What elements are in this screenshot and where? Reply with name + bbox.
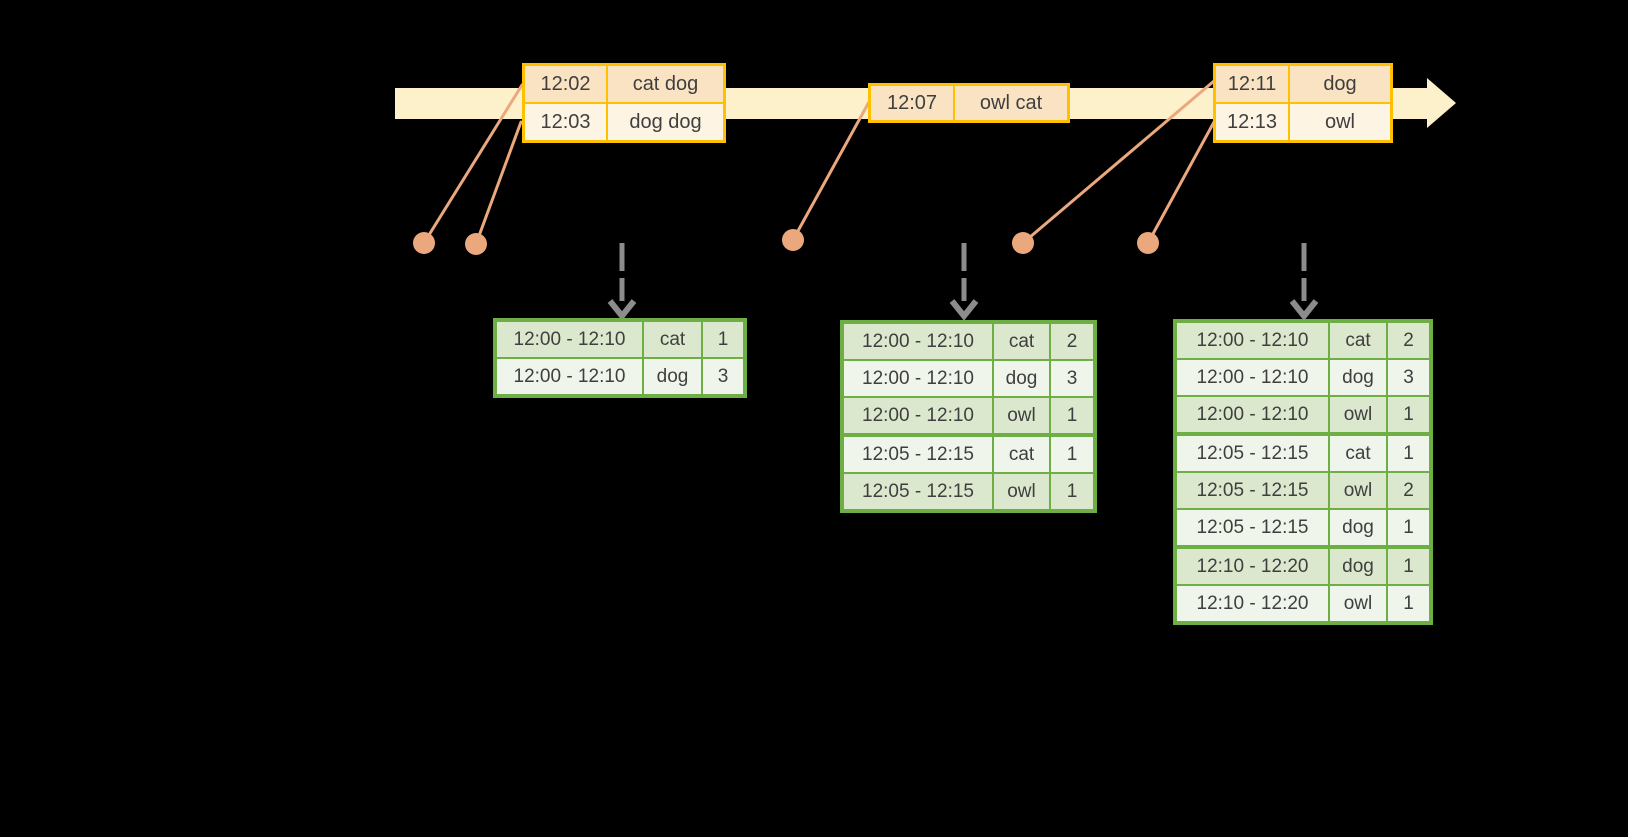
table-row: 12:10 - 12:20 dog 1 (1177, 549, 1429, 584)
word-cell: dog (1330, 510, 1386, 545)
event-connector-line (474, 120, 523, 246)
event-dot (413, 232, 435, 254)
table-row: 12:05 - 12:15 cat 1 (844, 437, 1093, 472)
event-dot (1012, 232, 1034, 254)
event-time: 12:11 (1216, 66, 1288, 102)
event-dot (1137, 232, 1159, 254)
result-table-2: 12:00 - 12:10 cat 2 12:00 - 12:10 dog 3 … (840, 320, 1097, 513)
count-cell: 1 (1388, 586, 1429, 621)
event-time: 12:02 (525, 66, 606, 102)
window-cell: 12:00 - 12:10 (844, 398, 992, 433)
count-cell: 1 (1051, 437, 1093, 472)
count-cell: 3 (1051, 361, 1093, 396)
table-row: 12:05 - 12:15 dog 1 (1177, 510, 1429, 545)
window-cell: 12:00 - 12:10 (1177, 360, 1328, 395)
word-cell: owl (994, 474, 1049, 509)
event-words: dog dog (608, 104, 723, 140)
result-table-1: 12:00 - 12:10 cat 1 12:00 - 12:10 dog 3 (493, 318, 747, 398)
count-cell: 3 (703, 359, 743, 394)
window-cell: 12:00 - 12:10 (497, 322, 642, 357)
table-row: 12:00 - 12:10 owl 1 (1177, 397, 1429, 432)
word-cell: dog (1330, 360, 1386, 395)
table-row: 12:00 - 12:10 cat 2 (844, 324, 1093, 359)
down-arrow-head-icon (607, 299, 637, 321)
count-cell: 2 (1388, 323, 1429, 358)
result-table-3: 12:00 - 12:10 cat 2 12:00 - 12:10 dog 3 … (1173, 319, 1433, 625)
table-row: 12:05 - 12:15 owl 1 (844, 474, 1093, 509)
word-cell: owl (1330, 397, 1386, 432)
word-cell: owl (1330, 473, 1386, 508)
event-time: 12:07 (871, 86, 953, 120)
word-cell: owl (994, 398, 1049, 433)
window-cell: 12:00 - 12:10 (1177, 397, 1328, 432)
window-group: 12:05 - 12:15 cat 1 12:05 - 12:15 owl 1 (844, 437, 1093, 509)
count-cell: 3 (1388, 360, 1429, 395)
count-cell: 1 (1388, 549, 1429, 584)
window-cell: 12:05 - 12:15 (844, 474, 992, 509)
count-cell: 2 (1051, 324, 1093, 359)
table-row: 12:00 - 12:10 cat 1 (497, 322, 743, 357)
window-group: 12:00 - 12:10 cat 1 12:00 - 12:10 dog 3 (497, 322, 743, 394)
window-cell: 12:00 - 12:10 (497, 359, 642, 394)
window-cell: 12:00 - 12:10 (844, 361, 992, 396)
table-row: 12:00 - 12:10 cat 2 (1177, 323, 1429, 358)
count-cell: 1 (1388, 436, 1429, 471)
count-cell: 1 (703, 322, 743, 357)
event-connector-line (1021, 79, 1216, 245)
event-box-1: 12:02 cat dog 12:03 dog dog (522, 63, 726, 143)
window-cell: 12:05 - 12:15 (1177, 436, 1328, 471)
count-cell: 1 (1388, 397, 1429, 432)
event-box-3: 12:11 dog 12:13 owl (1213, 63, 1393, 143)
event-connector-lines (422, 79, 1216, 246)
word-cell: dog (1330, 549, 1386, 584)
window-cell: 12:10 - 12:20 (1177, 586, 1328, 621)
window-group: 12:00 - 12:10 cat 2 12:00 - 12:10 dog 3 … (844, 324, 1093, 433)
trigger-arrows (607, 243, 1319, 321)
event-dot (782, 229, 804, 251)
event-box-2: 12:07 owl cat (868, 83, 1070, 123)
down-arrow-head-icon (949, 299, 979, 321)
word-cell: cat (644, 322, 701, 357)
window-group: 12:10 - 12:20 dog 1 12:10 - 12:20 owl 1 (1177, 549, 1429, 621)
table-row: 12:05 - 12:15 cat 1 (1177, 436, 1429, 471)
word-cell: cat (994, 324, 1049, 359)
window-cell: 12:00 - 12:10 (844, 324, 992, 359)
word-cell: owl (1330, 586, 1386, 621)
table-row: 12:00 - 12:10 dog 3 (1177, 360, 1429, 395)
window-cell: 12:10 - 12:20 (1177, 549, 1328, 584)
timeline-arrow-head-icon (1427, 78, 1456, 128)
word-cell: cat (994, 437, 1049, 472)
event-words: owl (1290, 104, 1390, 140)
event-connector-line (1146, 120, 1216, 245)
down-arrow-head-icon (1289, 299, 1319, 321)
event-words: cat dog (608, 66, 723, 102)
table-row: 12:00 - 12:10 dog 3 (844, 361, 1093, 396)
event-connector-line (422, 83, 524, 245)
table-row: 12:00 - 12:10 dog 3 (497, 359, 743, 394)
event-time: 12:13 (1216, 104, 1288, 140)
event-dots (413, 229, 1159, 255)
table-row: 12:00 - 12:10 owl 1 (844, 398, 1093, 433)
word-cell: cat (1330, 436, 1386, 471)
count-cell: 1 (1388, 510, 1429, 545)
event-dot (465, 233, 487, 255)
window-group: 12:05 - 12:15 cat 1 12:05 - 12:15 owl 2 … (1177, 436, 1429, 545)
count-cell: 1 (1051, 398, 1093, 433)
window-cell: 12:05 - 12:15 (1177, 473, 1328, 508)
event-connector-line (791, 100, 871, 242)
event-words: dog (1290, 66, 1390, 102)
window-cell: 12:05 - 12:15 (1177, 510, 1328, 545)
window-cell: 12:00 - 12:10 (1177, 323, 1328, 358)
table-row: 12:05 - 12:15 owl 2 (1177, 473, 1429, 508)
word-cell: dog (994, 361, 1049, 396)
event-time: 12:03 (525, 104, 606, 140)
word-cell: cat (1330, 323, 1386, 358)
window-cell: 12:05 - 12:15 (844, 437, 992, 472)
table-row: 12:10 - 12:20 owl 1 (1177, 586, 1429, 621)
word-cell: dog (644, 359, 701, 394)
count-cell: 2 (1388, 473, 1429, 508)
count-cell: 1 (1051, 474, 1093, 509)
window-group: 12:00 - 12:10 cat 2 12:00 - 12:10 dog 3 … (1177, 323, 1429, 432)
event-words: owl cat (955, 86, 1067, 120)
